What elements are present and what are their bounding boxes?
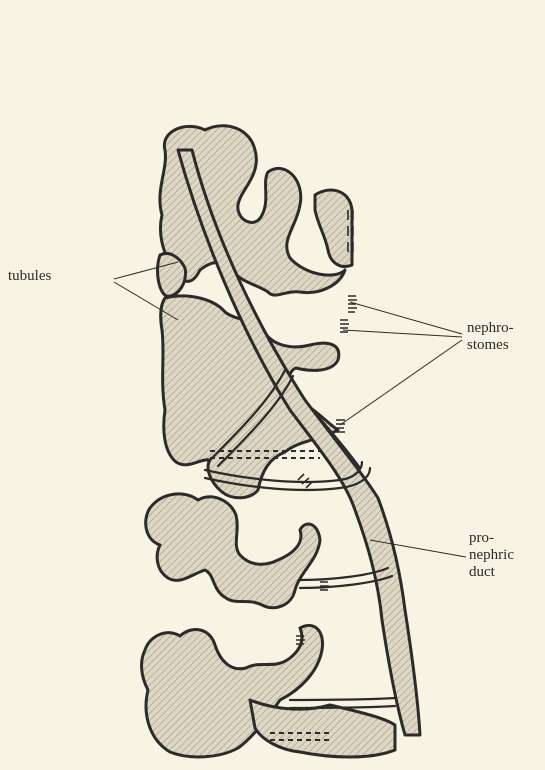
bottom-tubule-mass <box>142 625 395 757</box>
label-nephrostomes-line1: nephro- <box>467 320 514 337</box>
label-nephrostomes-line2: stomes <box>467 337 514 354</box>
label-pronephric-duct: pro- nephric duct <box>469 530 514 581</box>
label-duct-line3: duct <box>469 564 514 581</box>
label-duct-line2: nephric <box>469 547 514 564</box>
label-tubules: tubules <box>8 268 51 285</box>
label-tubules-text: tubules <box>8 268 51 285</box>
nephrostomes-leader-3 <box>340 340 462 425</box>
nephrostomes-leader-1 <box>350 302 462 334</box>
label-duct-line1: pro- <box>469 530 514 547</box>
label-nephrostomes: nephro- stomes <box>467 320 514 354</box>
nephrostomes-leader-2 <box>343 330 462 337</box>
lower-tubule-mass <box>146 494 320 608</box>
